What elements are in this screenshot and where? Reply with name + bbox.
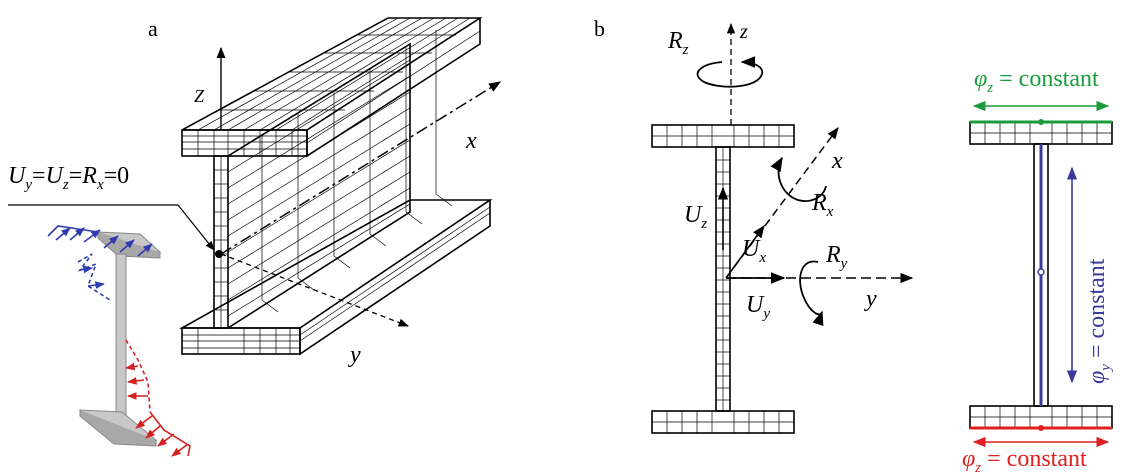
blue-load-arrows — [47, 225, 153, 301]
panel-label-b: b — [594, 16, 605, 41]
rx-rotation-arrow — [770, 156, 827, 202]
red-load-arrows — [125, 339, 191, 457]
y-axis-line-a — [220, 253, 409, 327]
svg-text:Uy=Uz=Rx=0: Uy=Uz=Rx=0 — [8, 163, 129, 193]
y-axis-label-b: y — [864, 286, 877, 312]
top-flange-constraint: φz = constant — [970, 66, 1112, 125]
web-mesh-b — [716, 159, 730, 401]
x-axis-label-a: x — [465, 128, 477, 154]
3d-i-beam-mesh: Z x y — [178, 17, 502, 368]
i-section-b — [651, 124, 795, 434]
rx-label: Rx — [811, 190, 834, 220]
rz-label: Rz — [667, 28, 689, 58]
uz-label: Uz — [684, 202, 707, 232]
web-side-surface — [227, 30, 453, 329]
svg-text:φz = constant: φz = constant — [962, 446, 1087, 475]
support-origin-dot — [215, 250, 223, 258]
uy-label: Uy — [746, 292, 770, 322]
warping-load-section — [47, 225, 191, 457]
z-axis-label-a: Z — [194, 86, 205, 106]
web-constraint: φy = constant — [1037, 144, 1114, 406]
boundary-condition-label: Uy=Uz=Rx=0 — [8, 163, 215, 251]
boundary-leader-line — [8, 204, 215, 251]
ry-label: Ry — [825, 242, 848, 272]
panel-label-a: a — [148, 16, 158, 41]
top-flange-top-surface — [181, 17, 483, 131]
top-flange-front-face — [181, 129, 308, 157]
svg-text:φy = constant: φy = constant — [1084, 258, 1114, 384]
bottom-flange — [178, 199, 493, 356]
rz-rotation-arrow — [696, 56, 764, 88]
x-axis-label-b: x — [831, 148, 843, 174]
ry-rotation-arrow — [799, 260, 824, 327]
z-axis-label-b: z — [739, 21, 748, 43]
svg-text:φz = constant: φz = constant — [974, 66, 1099, 96]
ux-label: Ux — [742, 236, 766, 266]
x-axis-line-a — [220, 81, 502, 255]
y-axis-label-a: y — [348, 342, 361, 368]
web-front-face — [213, 155, 229, 329]
bottom-flange-constraint: φz = constant — [962, 425, 1112, 475]
ux-arrow — [725, 224, 765, 279]
top-flange-side-mesh — [306, 30, 481, 144]
